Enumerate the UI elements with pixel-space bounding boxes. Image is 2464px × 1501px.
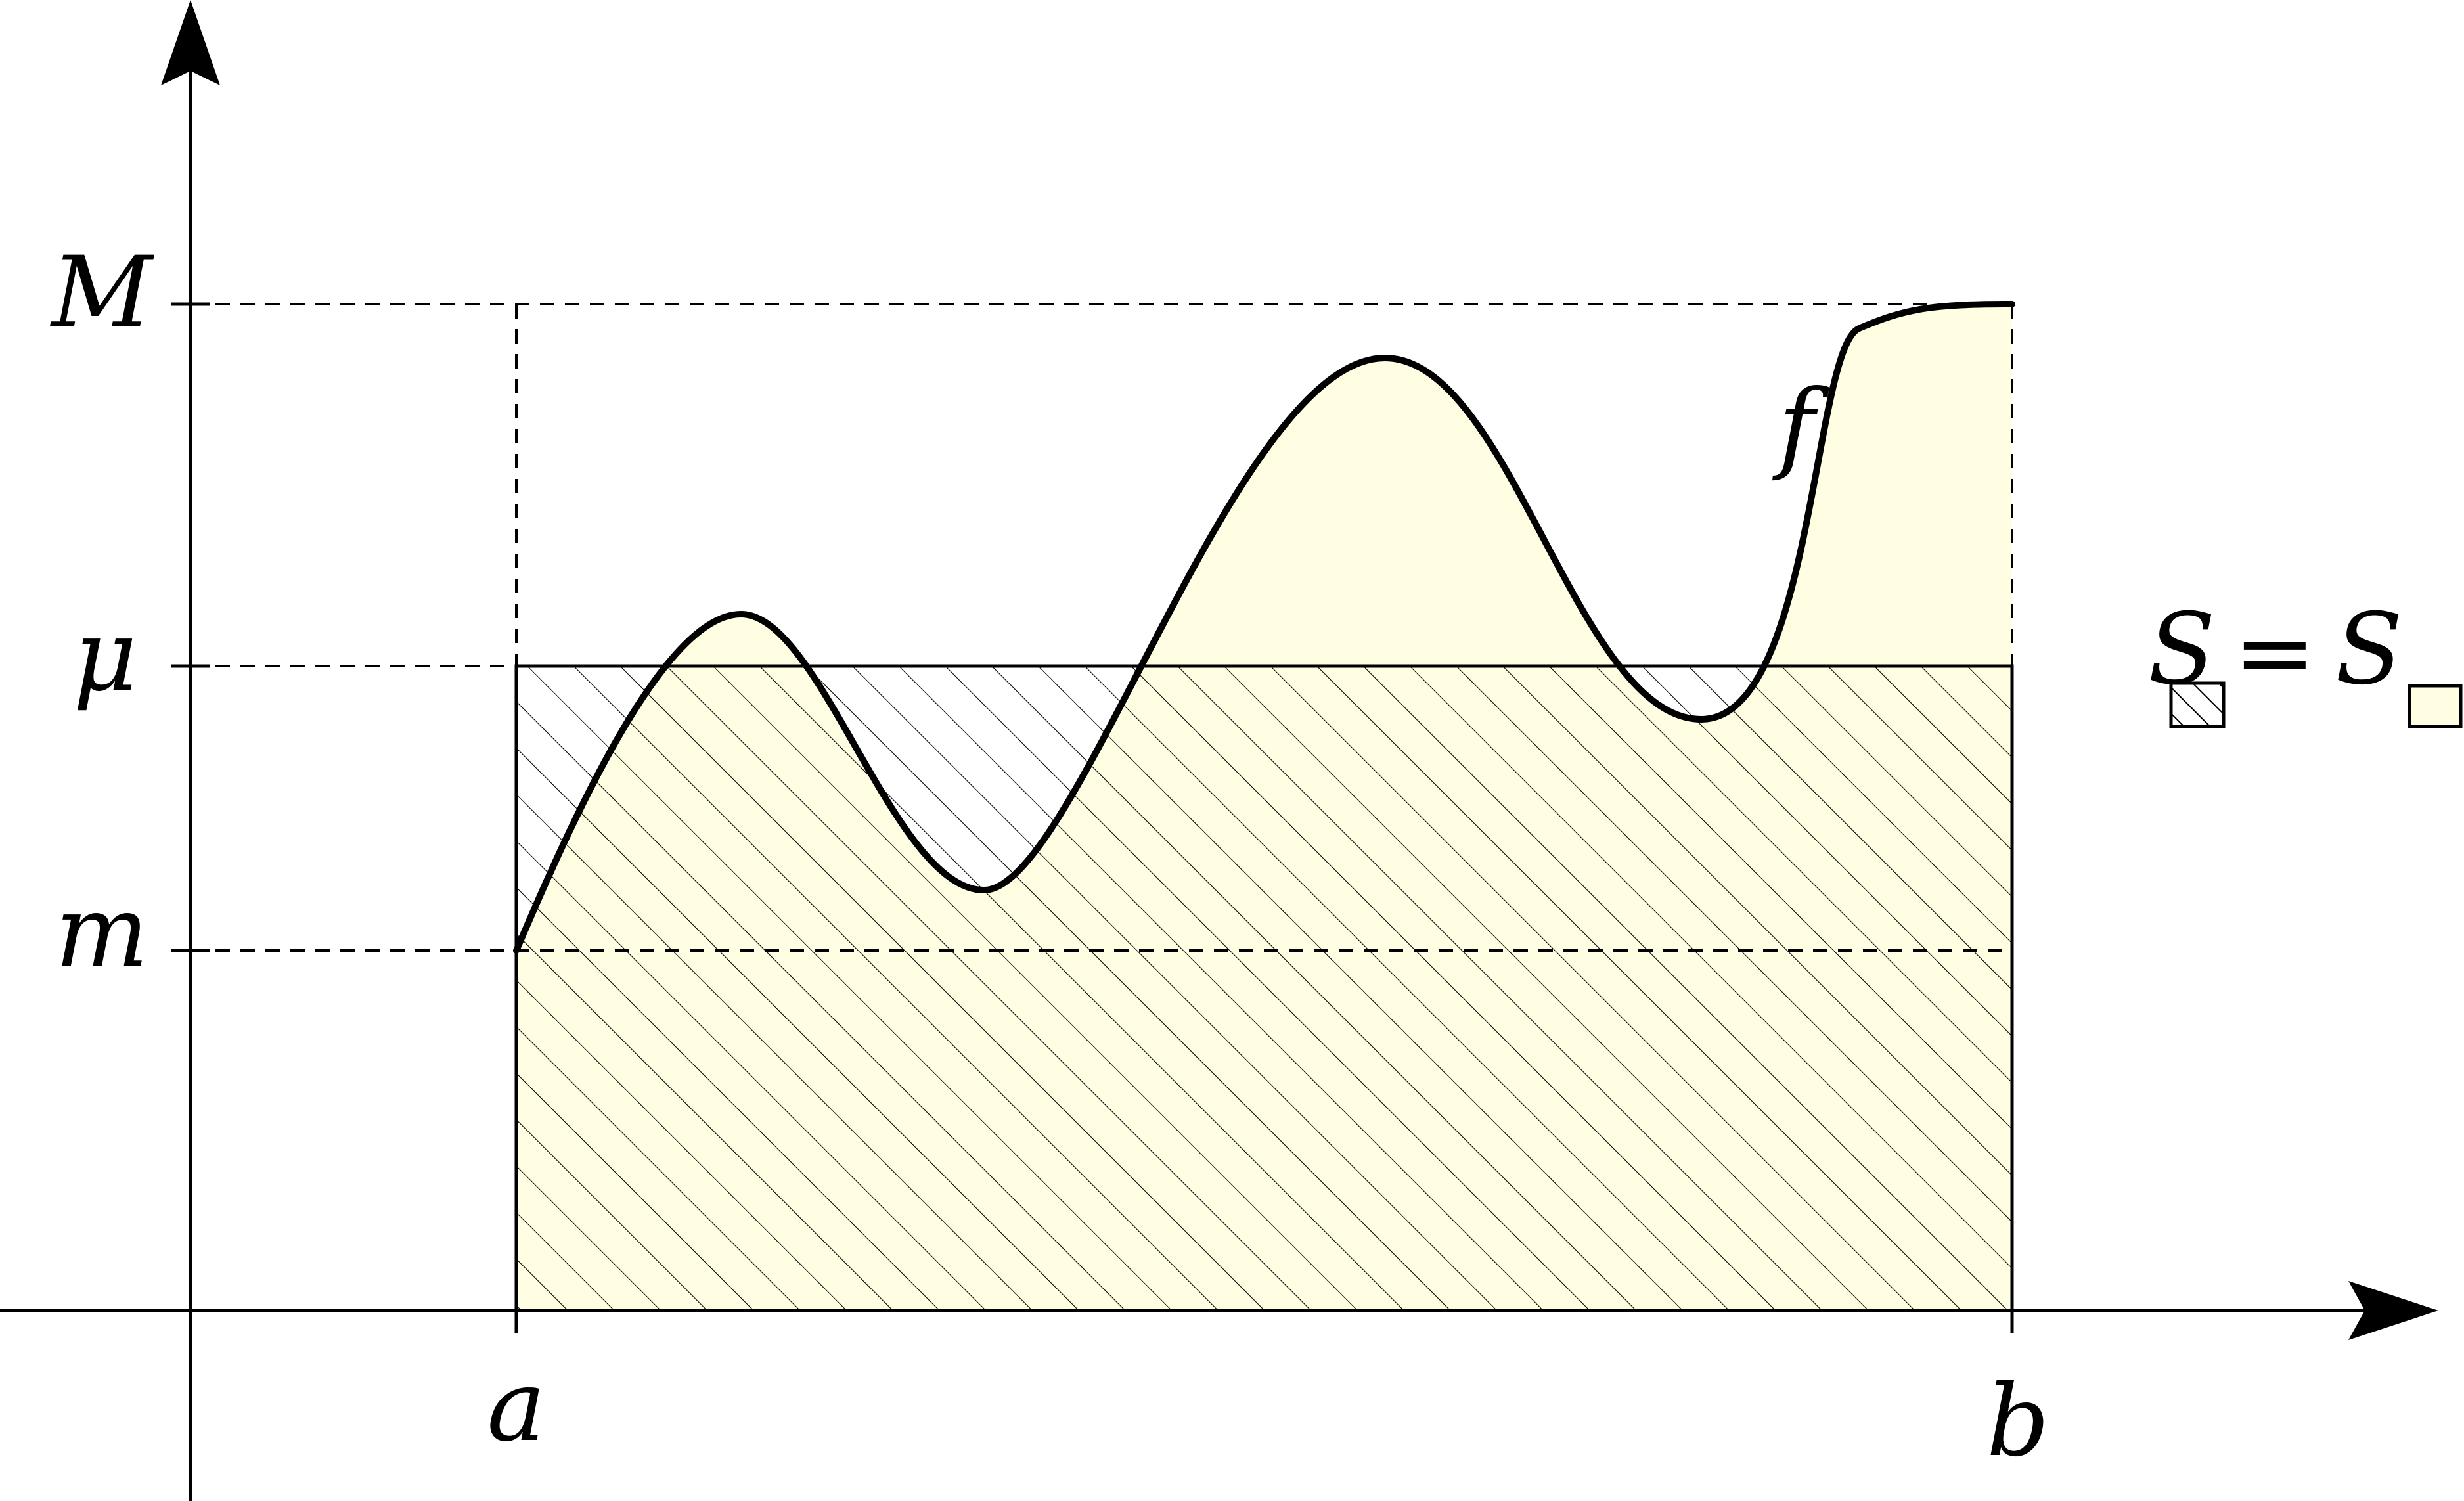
- guide-lines: [190, 303, 2013, 952]
- x-axis-arrow-icon: [2348, 1281, 2438, 1340]
- label-b: b: [1986, 1364, 2050, 1479]
- mean-value-rectangle: [516, 666, 2012, 1311]
- label-a: a: [487, 1349, 545, 1464]
- label-m: m: [55, 875, 148, 989]
- legend-right-symbol: S: [2335, 593, 2403, 707]
- y-axis-arrow-icon: [161, 0, 220, 85]
- label-mu: μ: [73, 599, 137, 713]
- label-M: M: [49, 236, 154, 350]
- hatched-square-icon: [2169, 681, 2226, 728]
- legend-equals: =: [2233, 596, 2316, 710]
- yellow-square-icon: [2408, 684, 2463, 728]
- area-equality-legend: S = S: [2148, 593, 2463, 728]
- axes: [0, 39, 2391, 1501]
- ticks: [171, 302, 2014, 1333]
- rectangle-outline: [514, 664, 2014, 1311]
- function-curve: [513, 301, 2015, 954]
